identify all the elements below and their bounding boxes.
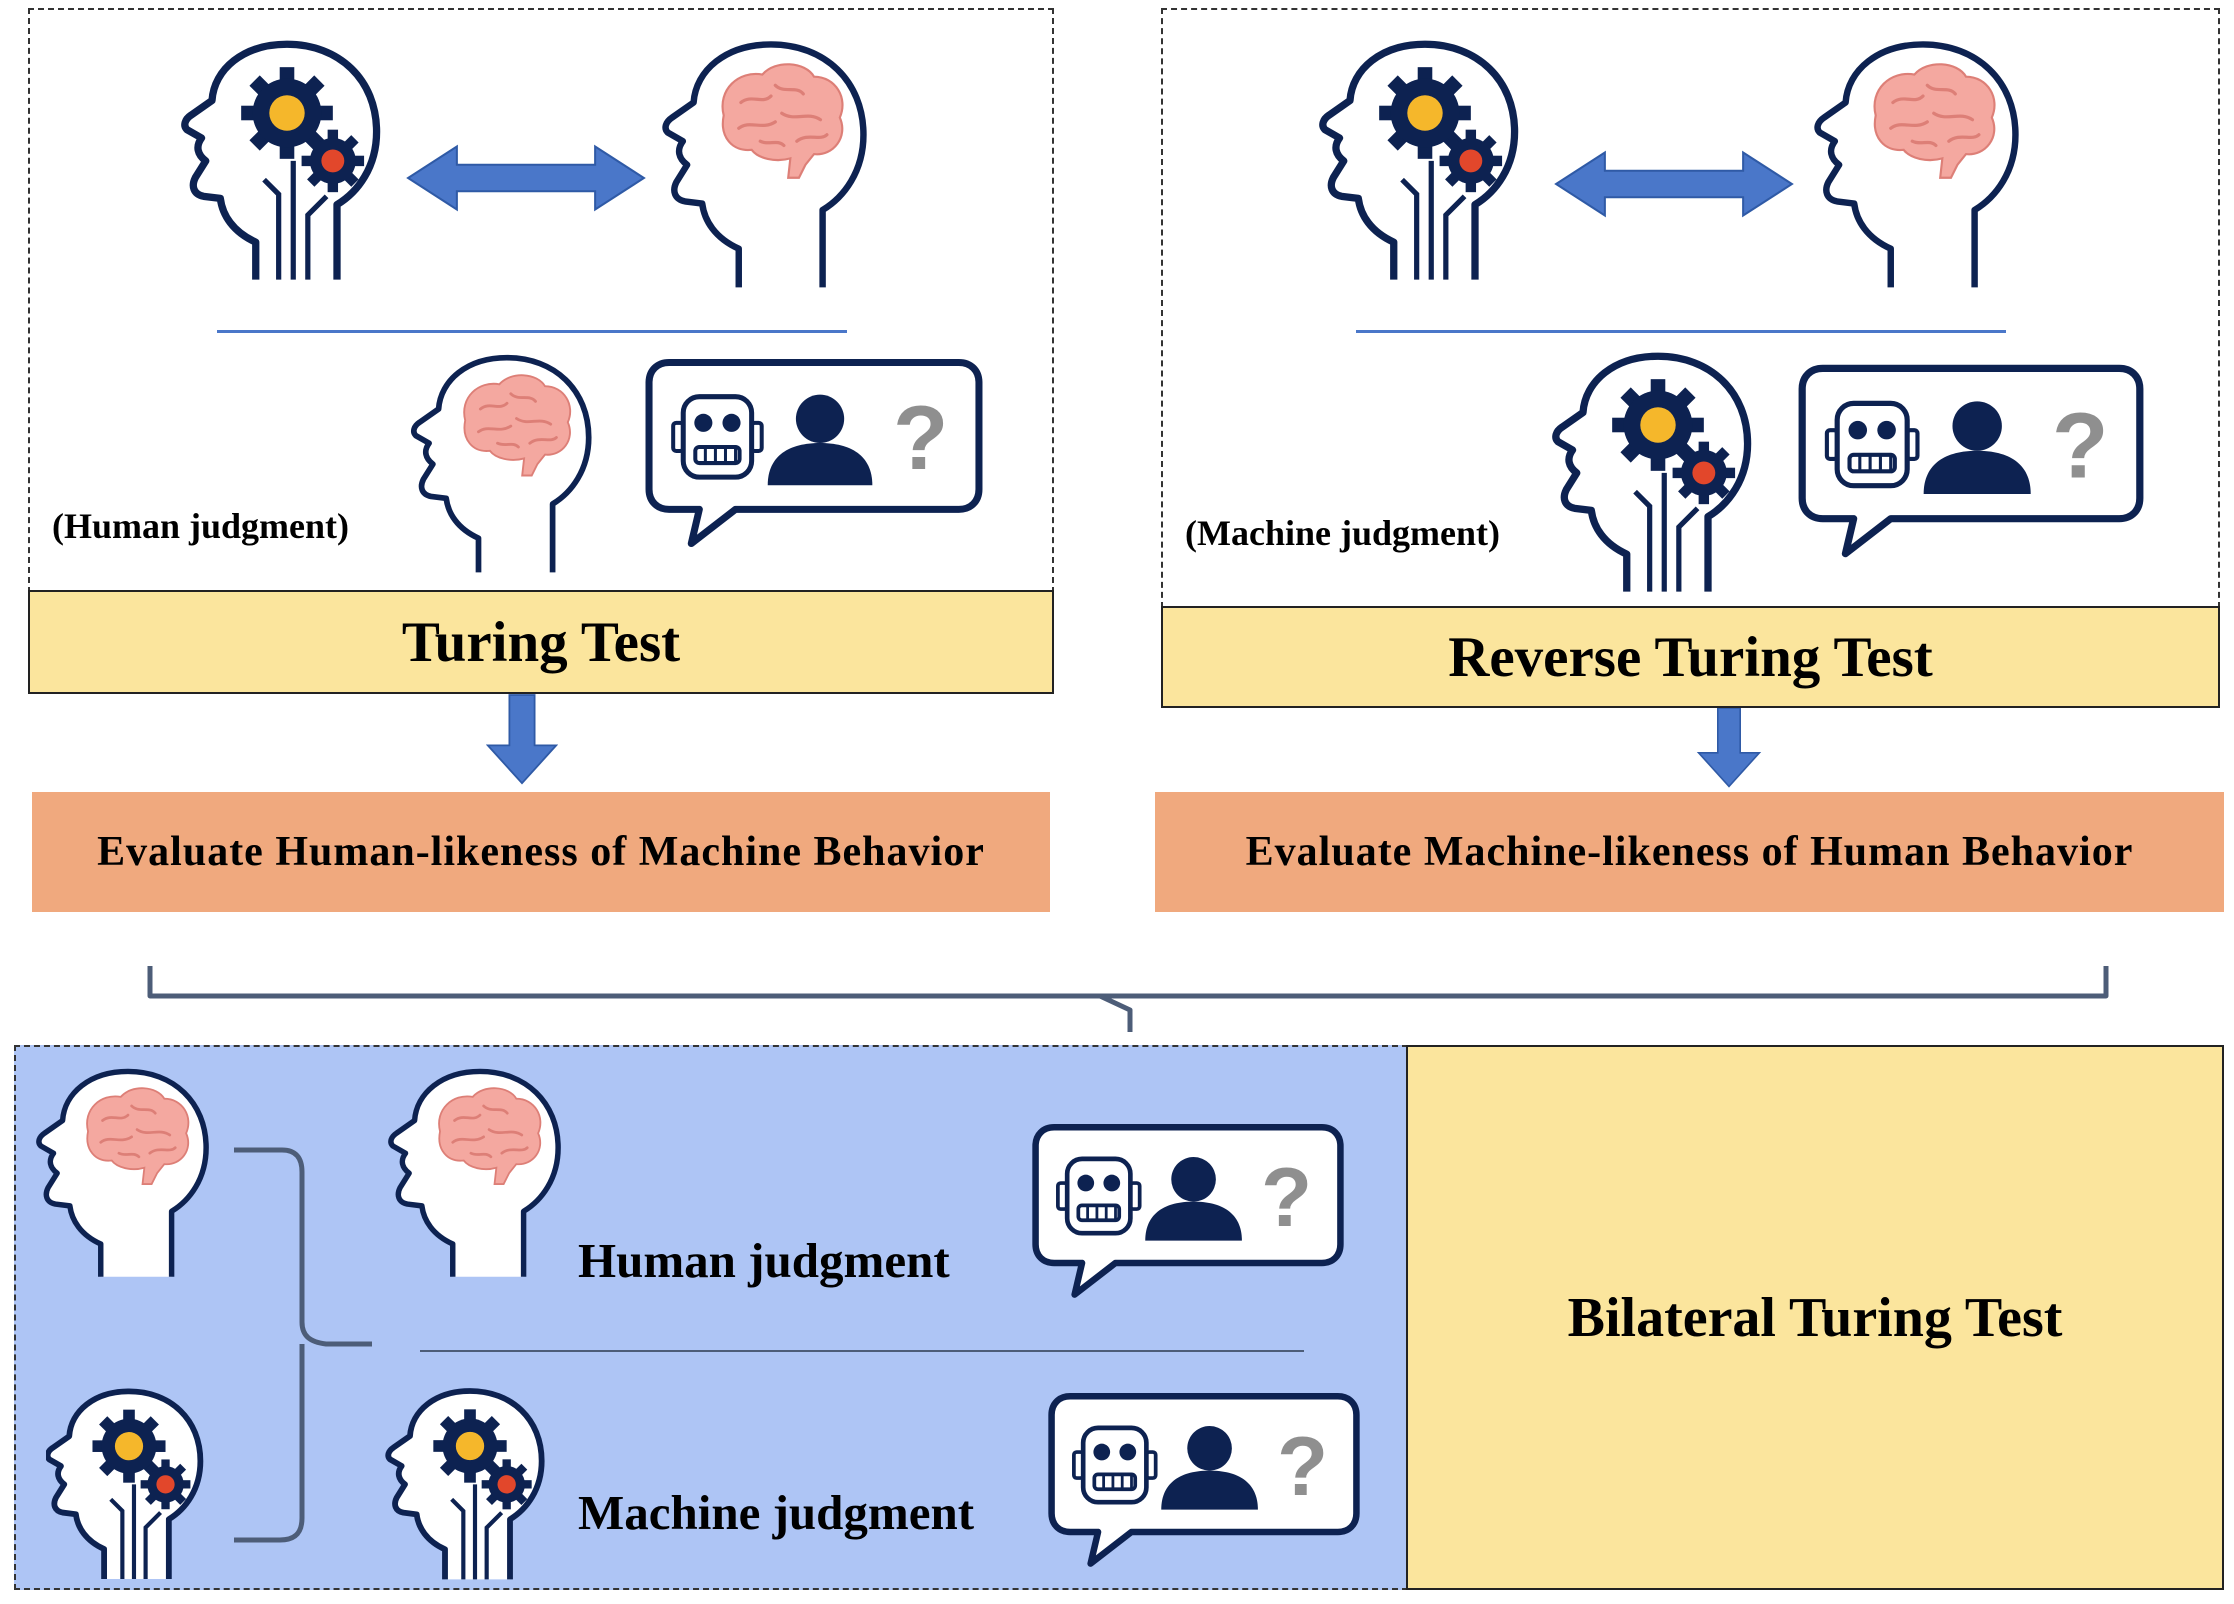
machine-likeness-evaluation: Evaluate Machine-likeness of Human Behav… <box>1155 792 2224 912</box>
human-head-icon <box>30 1066 226 1284</box>
divider-line <box>420 1350 1304 1352</box>
machine-head-icon <box>1318 38 1532 288</box>
human-judgment-label: Human judgment <box>578 1233 950 1288</box>
bilateral-turing-test-box: Bilateral Turing Test <box>1406 1045 2224 1590</box>
double-arrow-icon <box>404 142 648 214</box>
machine-head-icon <box>1548 350 1768 600</box>
human-likeness-evaluation-text: Evaluate Human-likeness of Machine Behav… <box>97 829 985 875</box>
down-arrow-icon <box>486 694 558 786</box>
human-head-icon <box>654 38 888 296</box>
speech-bubble-icon <box>1030 1115 1346 1305</box>
human-head-icon <box>406 352 608 580</box>
speech-bubble-icon <box>643 356 985 548</box>
machine-likeness-evaluation-text: Evaluate Machine-likeness of Human Behav… <box>1245 829 2134 875</box>
speech-bubble-icon <box>1796 362 2146 558</box>
double-arrow-icon <box>1552 148 1796 220</box>
bilateral-turing-test-title: Bilateral Turing Test <box>1567 1286 2063 1349</box>
machine-head-icon <box>46 1386 212 1586</box>
turing-test-title: Turing Test <box>28 590 1054 694</box>
reverse-turing-test-title: Reverse Turing Test <box>1161 606 2220 708</box>
machine-judgment-label: (Machine judgment) <box>1185 513 1500 553</box>
machine-head-icon <box>180 38 394 288</box>
combining-brace <box>147 966 2109 1032</box>
machine-head-icon <box>384 1386 556 1586</box>
reverse-turing-test-title-text: Reverse Turing Test <box>1448 625 1933 689</box>
speech-bubble-icon <box>1046 1384 1362 1574</box>
machine-judgment-label: Machine judgment <box>578 1485 975 1540</box>
divider-line <box>1356 330 2006 333</box>
down-arrow-icon <box>1693 708 1765 788</box>
human-likeness-evaluation: Evaluate Human-likeness of Machine Behav… <box>32 792 1050 912</box>
turing-test-title-text: Turing Test <box>401 610 681 674</box>
human-judgment-label: (Human judgment) <box>52 506 350 546</box>
divider-line <box>217 330 847 333</box>
grouping-bracket <box>234 1147 372 1543</box>
human-head-icon <box>382 1066 578 1284</box>
human-head-icon <box>1806 38 2040 296</box>
